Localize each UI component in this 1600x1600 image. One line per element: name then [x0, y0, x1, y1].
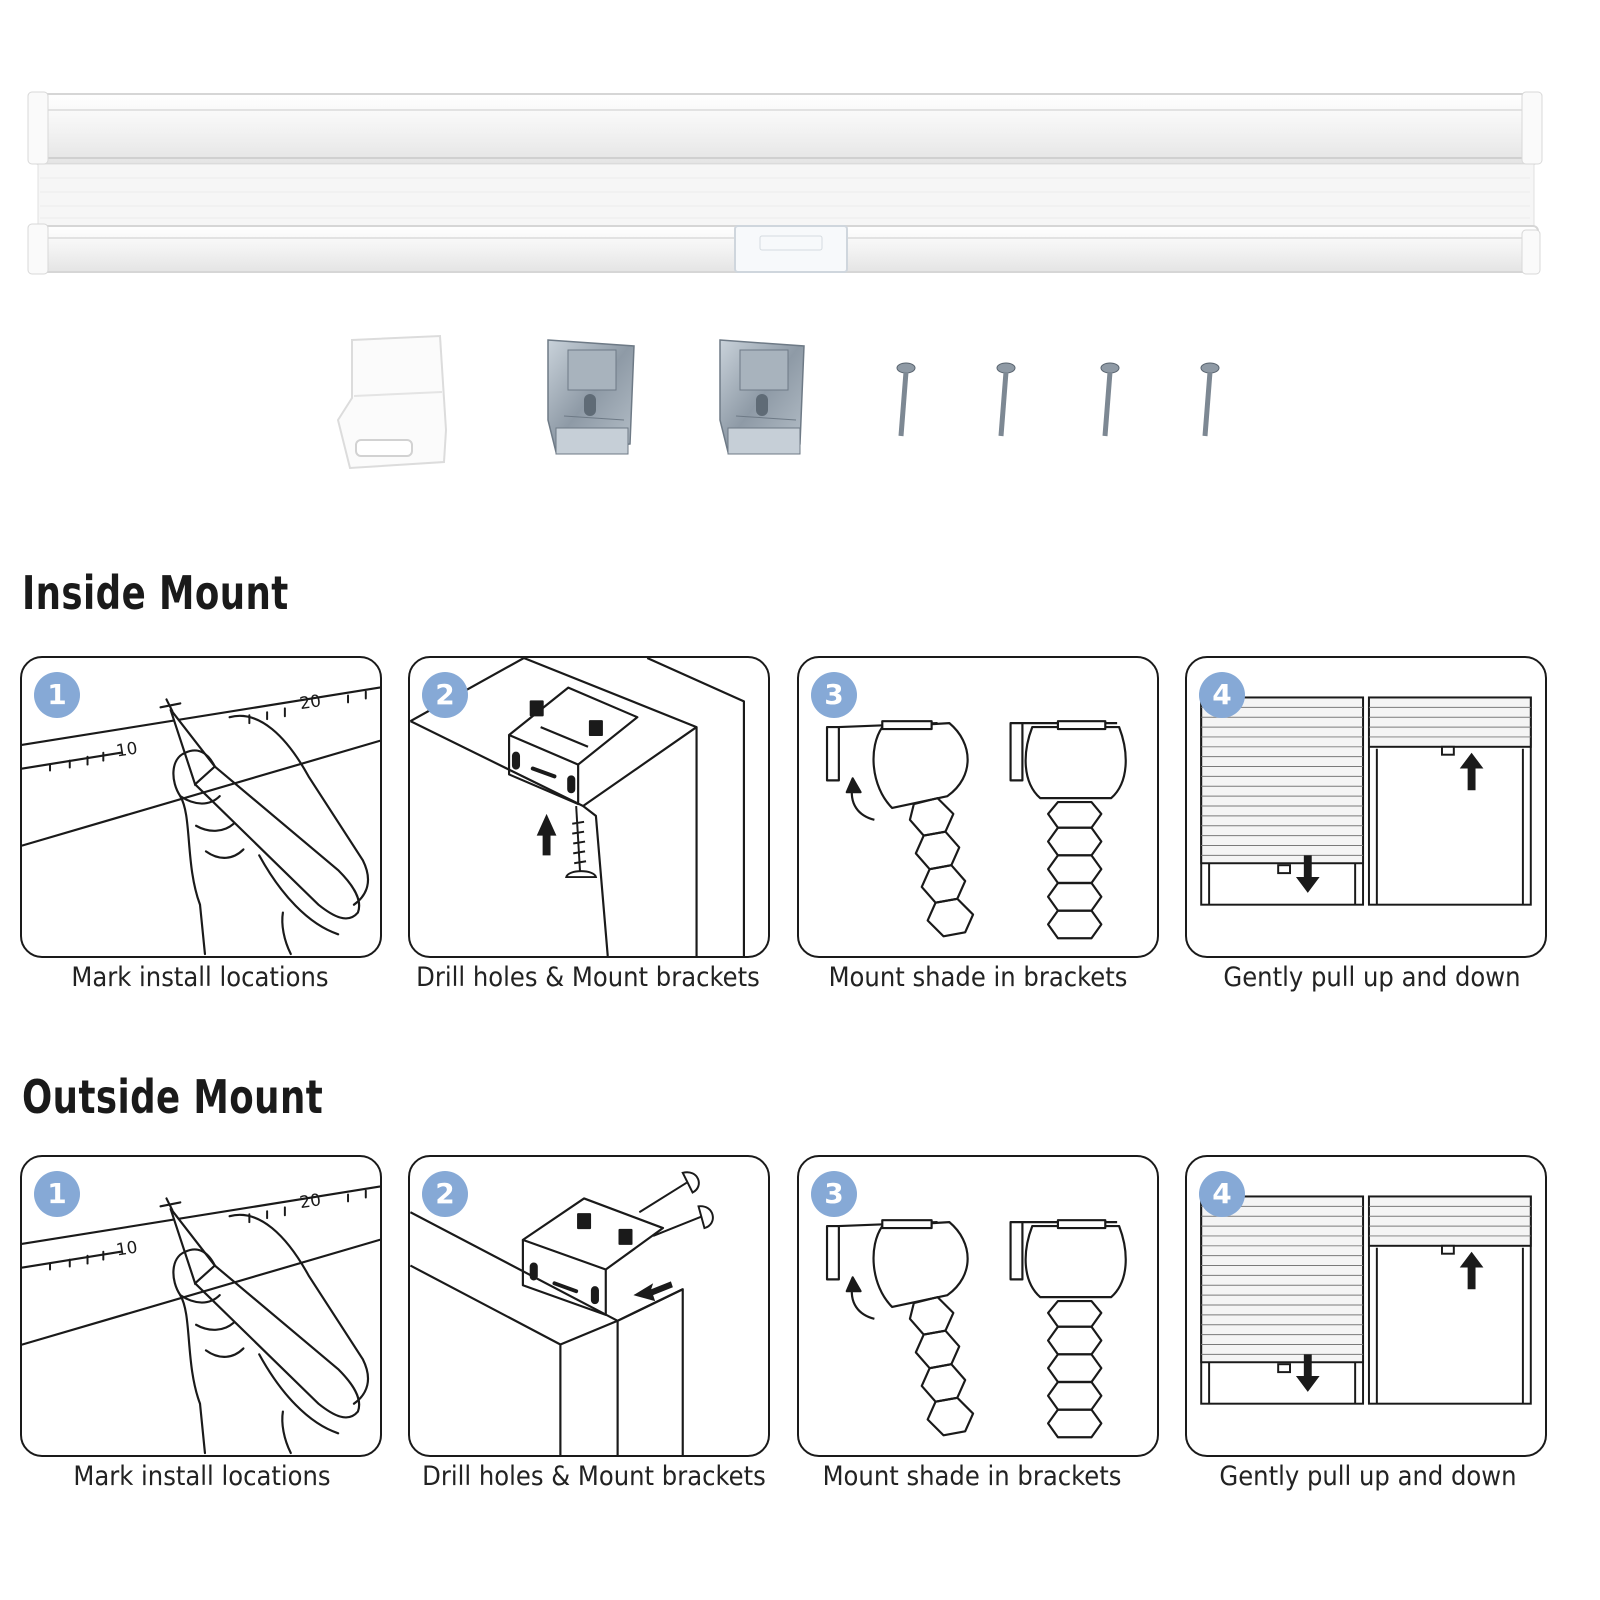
product-parts	[0, 0, 1600, 520]
outside-step-1-caption: Mark install locations	[73, 1461, 331, 1492]
outside-step-3-caption: Mount shade in brackets	[822, 1461, 1122, 1492]
inside-step-3-caption: Mount shade in brackets	[828, 962, 1128, 993]
ruler-mark-20: 20	[298, 690, 322, 713]
bracket-mounting-illustration	[410, 1171, 714, 1455]
screw-icon	[638, 1171, 714, 1237]
ruler-mark-10: 10	[115, 738, 139, 761]
pencil-hand-icon: 10 20	[22, 1185, 380, 1455]
outside-step-2-caption: Drill holes & Mount brackets	[422, 1461, 766, 1492]
outside-step-4-caption: Gently pull up and down	[1219, 1461, 1517, 1492]
step-number-badge: 4	[1199, 1171, 1245, 1217]
honeycomb-shade-icon	[825, 720, 1127, 940]
arrow-down-icon	[1295, 1354, 1320, 1392]
inside-step-2-panel: 2	[408, 656, 770, 958]
shade-operation-illustration	[1200, 1195, 1532, 1405]
step-number-badge: 2	[422, 672, 468, 718]
outside-step-1-panel: 1 10 20	[20, 1155, 382, 1457]
inside-step-2-caption: Drill holes & Mount brackets	[416, 962, 760, 993]
ruler-mark-10: 10	[115, 1237, 139, 1260]
step-number-badge: 1	[34, 672, 80, 718]
step-number-badge: 1	[34, 1171, 80, 1217]
step-number-badge: 3	[811, 672, 857, 718]
screw-icon	[896, 362, 916, 437]
metal-bracket-icon	[719, 339, 805, 455]
arrow-up-icon	[536, 813, 557, 856]
arrow-left-icon	[633, 1281, 673, 1302]
arrow-up-icon	[1459, 1251, 1484, 1290]
outside-step-4-panel: 4	[1185, 1155, 1547, 1457]
arrow-down-icon	[1295, 855, 1320, 893]
bracket-mounting-illustration	[410, 658, 746, 956]
metal-bracket-icon	[547, 339, 635, 455]
outside-step-2-panel: 2	[408, 1155, 770, 1457]
step-number-badge: 4	[1199, 672, 1245, 718]
step-number-badge: 3	[811, 1171, 857, 1217]
clear-valance-clip-icon	[336, 334, 448, 470]
shade-headrail-icon	[27, 91, 1543, 275]
screw-icon	[1100, 362, 1120, 437]
shade-operation-illustration	[1200, 696, 1532, 906]
arrow-up-icon	[1459, 752, 1484, 791]
outside-step-3-panel: 3	[797, 1155, 1159, 1457]
inside-step-1-caption: Mark install locations	[71, 962, 329, 993]
pencil-hand-icon: 10 20	[22, 686, 380, 956]
ruler-mark-20: 20	[298, 1189, 322, 1212]
screw-icon	[1200, 362, 1220, 437]
section-title-outside-mount: Outside Mount	[22, 1070, 324, 1124]
inside-step-1-panel: 1 10 20	[20, 656, 382, 958]
screw-icon	[565, 805, 598, 879]
inside-step-4-caption: Gently pull up and down	[1223, 962, 1521, 993]
screw-icon	[996, 362, 1016, 437]
honeycomb-shade-icon	[825, 1219, 1127, 1439]
product-parts-illustration	[27, 91, 1543, 470]
section-title-inside-mount: Inside Mount	[22, 566, 289, 620]
inside-step-3-panel: 3	[797, 656, 1159, 958]
inside-step-4-panel: 4	[1185, 656, 1547, 958]
step-number-badge: 2	[422, 1171, 468, 1217]
